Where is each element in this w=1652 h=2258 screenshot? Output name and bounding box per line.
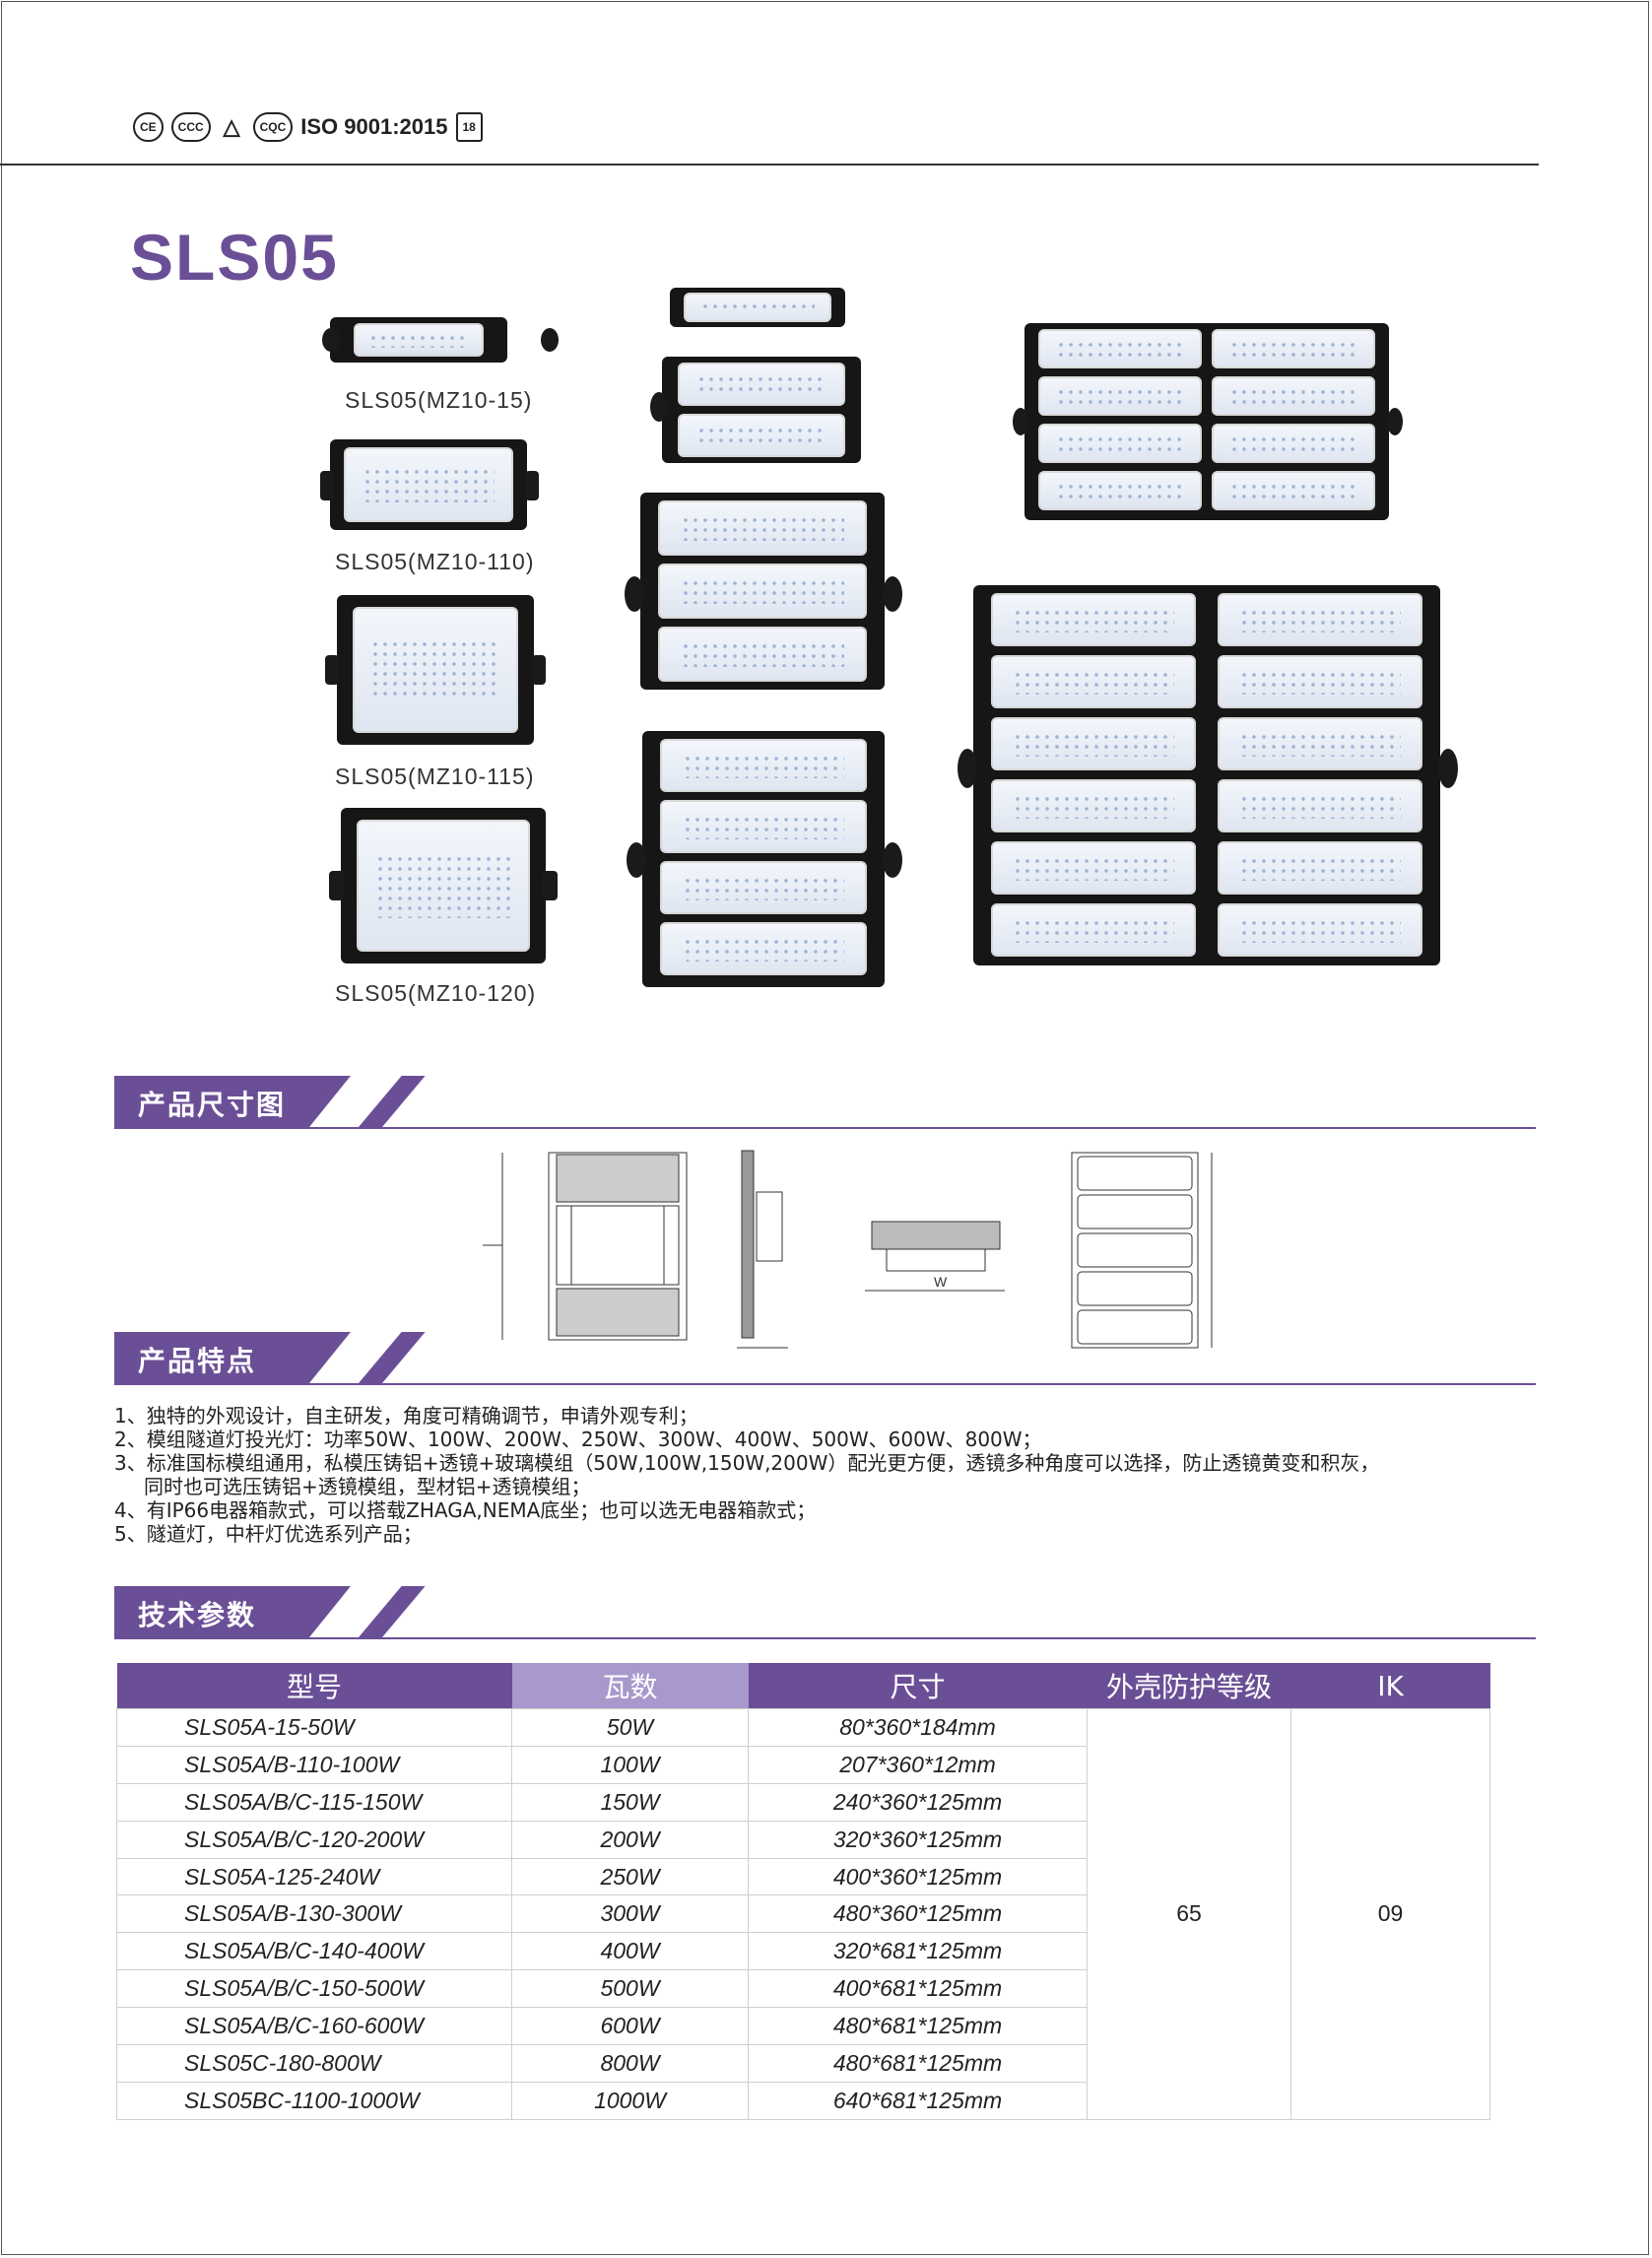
ce-mark-icon: CE — [133, 112, 164, 142]
iso-label: ISO 9001:2015 — [300, 114, 448, 139]
feature-item: 5、隧道灯，中杆灯优选系列产品； — [114, 1522, 423, 1546]
fixture-photo-8-module — [1024, 323, 1389, 520]
cell-size: 640*681*125mm — [748, 2081, 1088, 2120]
col-header-size: 尺寸 — [748, 1663, 1088, 1709]
cell-wattage: 200W — [511, 1820, 749, 1859]
cell-size: 80*360*184mm — [748, 1708, 1088, 1747]
cell-size: 207*360*12mm — [748, 1745, 1088, 1784]
cell-size: 480*681*125mm — [748, 2044, 1088, 2083]
fixture-photo-mz10-120 — [341, 808, 546, 963]
table-row: SLS05A/B/C-120-200W 200W 320*360*125mm — [116, 1820, 1490, 1859]
feature-list: 1、独特的外观设计，自主研发，角度可精确调节，申请外观专利； 2、模组隧道灯投光… — [114, 1404, 1543, 1546]
feature-item: 2、模组隧道灯投光灯：功率50W、100W、200W、250W、300W、400… — [114, 1428, 1042, 1451]
cell-wattage: 500W — [511, 1969, 749, 2009]
certification-bar: CE CCC △ CQC ISO 9001:2015 18 — [133, 110, 483, 144]
feature-item: 3、标准国标模组通用，私模压铸铝+透镜+玻璃模组（50W,100W,150W,2… — [114, 1451, 1380, 1475]
header-rule — [0, 164, 1539, 166]
caption-mz10-115: SLS05(MZ10-115) — [335, 764, 535, 789]
fixture-photo-12-module — [973, 585, 1440, 965]
fixture-photo-3-module — [640, 493, 885, 690]
section-header-features: 产品特点 — [114, 1332, 1536, 1387]
cell-model: SLS05C-180-800W — [116, 2044, 512, 2083]
table-row: SLS05A/B-110-100W 100W 207*360*12mm — [116, 1745, 1490, 1784]
cell-wattage: 800W — [511, 2044, 749, 2083]
cell-model: SLS05A/B/C-115-150W — [116, 1782, 512, 1822]
badge-18-icon: 18 — [455, 112, 483, 142]
section-title-dimensions: 产品尺寸图 — [138, 1089, 287, 1121]
fixture-photo-mz10-115 — [337, 595, 534, 745]
cell-model: SLS05A/B/C-150-500W — [116, 1969, 512, 2009]
feature-item: 1、独特的外观设计，自主研发，角度可精确调节，申请外观专利； — [114, 1404, 698, 1428]
cell-wattage: 600W — [511, 2007, 749, 2046]
caption-mz10-120: SLS05(MZ10-120) — [335, 980, 537, 1006]
cell-model: SLS05A/B/C-120-200W — [116, 1820, 512, 1859]
cell-size: 400*681*125mm — [748, 1969, 1088, 2009]
cell-wattage: 1000W — [511, 2081, 749, 2120]
cell-wattage: 250W — [511, 1857, 749, 1896]
fixture-photo-2-module — [662, 357, 861, 463]
table-row: SLS05A-15-50W 50W 80*360*184mm 65 09 — [116, 1708, 1490, 2120]
cell-wattage: 300W — [511, 1894, 749, 1934]
cell-model: SLS05BC-1100-1000W — [116, 2081, 512, 2120]
cqc-mark-icon: CQC — [252, 112, 294, 142]
cell-model: SLS05A-15-50W — [116, 1708, 512, 1747]
dimension-drawings: W — [483, 1150, 1213, 1349]
section-header-specs: 技术参数 — [114, 1586, 1536, 1641]
cell-wattage: 150W — [511, 1782, 749, 1822]
ccc-mark-icon: CCC — [170, 112, 211, 142]
cell-size: 480*360*125mm — [748, 1894, 1088, 1934]
section-title-specs: 技术参数 — [138, 1599, 257, 1631]
table-row: SLS05A/B/C-140-400W 400W 320*681*125mm — [116, 1932, 1490, 1971]
feature-item: 4、有IP66电器箱款式，可以搭载ZHAGA,NEMA底坐；也可以选无电器箱款式… — [114, 1498, 817, 1522]
cell-model: SLS05A/B-110-100W — [116, 1745, 512, 1784]
cell-size: 480*681*125mm — [748, 2007, 1088, 2046]
caption-mz10-110: SLS05(MZ10-110) — [335, 549, 535, 574]
cell-model: SLS05A/B-130-300W — [116, 1894, 512, 1934]
fixture-photo-mz10-15 — [330, 317, 507, 363]
cell-model: SLS05A/B/C-160-600W — [116, 2007, 512, 2046]
col-header-ik: IK — [1290, 1663, 1490, 1709]
cell-size: 320*360*125mm — [748, 1820, 1088, 1859]
table-row: SLS05C-180-800W 800W 480*681*125mm — [116, 2044, 1490, 2083]
cell-model: SLS05A/B/C-140-400W — [116, 1932, 512, 1971]
spec-table: 型号 瓦数 尺寸 外壳防护等级 IK SLS05A-15-50W 50W 80*… — [116, 1663, 1490, 2120]
cell-wattage: 100W — [511, 1745, 749, 1784]
col-header-wattage: 瓦数 — [511, 1663, 749, 1709]
section-header-dimensions: 产品尺寸图 — [114, 1076, 1536, 1131]
table-row: SLS05A/B/C-160-600W 600W 480*681*125mm — [116, 2007, 1490, 2046]
product-title: SLS05 — [130, 221, 339, 294]
table-row: SLS05BC-1100-1000W 1000W 640*681*125mm — [116, 2081, 1490, 2120]
cell-size: 320*681*125mm — [748, 1932, 1088, 1971]
warning-triangle-icon: △ — [223, 114, 240, 139]
table-row: SLS05A-125-240W 250W 400*360*125mm — [116, 1857, 1490, 1896]
section-title-features: 产品特点 — [138, 1345, 257, 1377]
col-header-model: 型号 — [116, 1663, 512, 1709]
cell-wattage: 50W — [511, 1708, 749, 1747]
caption-mz10-15: SLS05(MZ10-15) — [345, 387, 533, 413]
table-row: SLS05A/B/C-150-500W 500W 400*681*125mm — [116, 1969, 1490, 2009]
col-header-ip-rating: 外壳防护等级 — [1087, 1663, 1291, 1709]
cell-size: 240*360*125mm — [748, 1782, 1088, 1822]
dimension-label-w: W — [934, 1274, 948, 1290]
cell-size: 400*360*125mm — [748, 1857, 1088, 1896]
cell-ik: 09 — [1290, 1708, 1490, 2120]
feature-item-continued: 同时也可选压铸铝+透镜模组，型材铝+透镜模组； — [144, 1475, 591, 1498]
table-header-row: 型号 瓦数 尺寸 外壳防护等级 IK — [116, 1663, 1490, 1709]
cell-model: SLS05A-125-240W — [116, 1857, 512, 1896]
fixture-photo-mz10-110 — [330, 439, 527, 530]
cell-wattage: 400W — [511, 1932, 749, 1971]
cell-ip-rating: 65 — [1087, 1708, 1291, 2120]
fixture-photo-1-module — [670, 288, 845, 327]
table-row: SLS05A/B-130-300W 300W 480*360*125mm — [116, 1894, 1490, 1934]
fixture-photo-4-module — [642, 731, 885, 987]
